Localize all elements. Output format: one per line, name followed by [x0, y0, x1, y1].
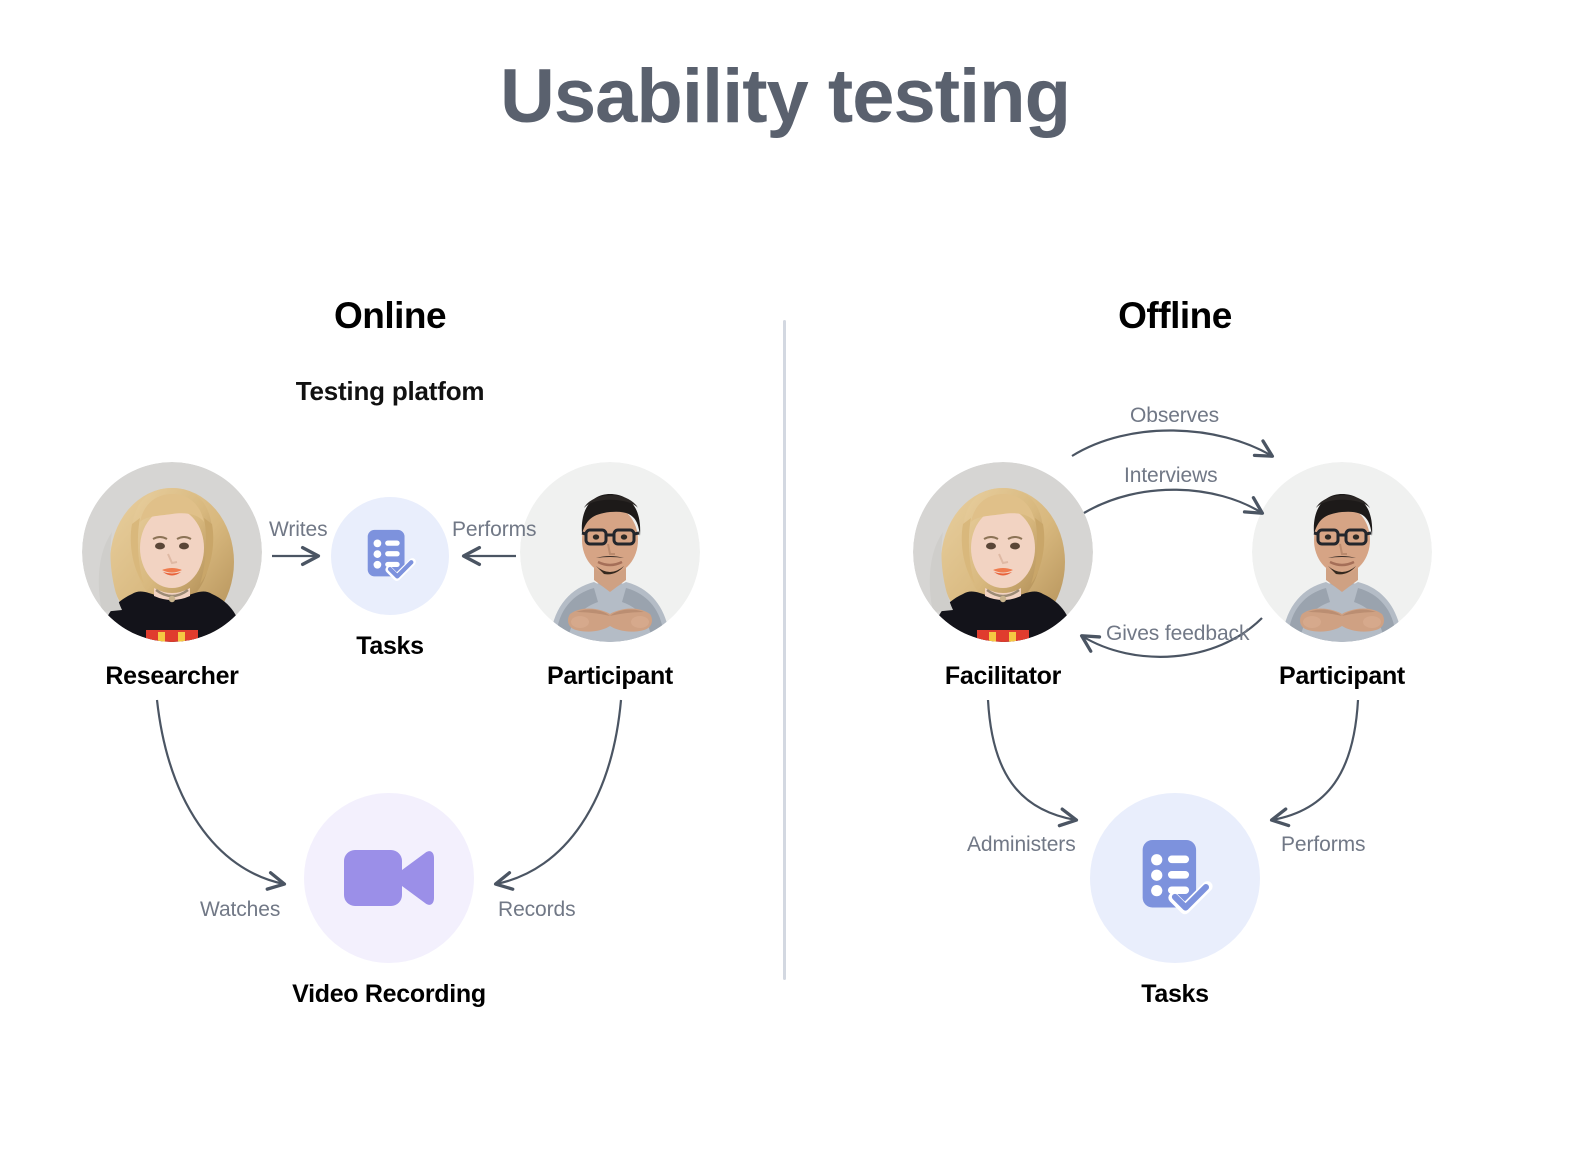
tasks-circle-offline: [1090, 793, 1260, 963]
node-label-participant-offline: Participant: [1279, 662, 1405, 690]
tasks-checklist-icon: [367, 529, 416, 581]
avatar-woman-photo: [913, 462, 1093, 642]
node-label-facilitator: Facilitator: [944, 662, 1062, 690]
arrow-records: [493, 699, 623, 891]
arrow-performs-offline: [1269, 699, 1360, 828]
edge-label-administers: Administers: [967, 833, 1076, 856]
node-label-tasks-offline: Tasks: [1141, 980, 1209, 1008]
tasks-circle-online: [331, 497, 449, 615]
edge-label-performs-offline: Performs: [1281, 833, 1366, 856]
node-label-tasks-online: Tasks: [356, 632, 424, 660]
video-circle-online: [304, 793, 474, 963]
edge-label-performs-online: Performs: [452, 518, 537, 541]
avatar-woman-photo: [82, 462, 262, 642]
avatar-facilitator: [913, 462, 1093, 642]
edge-label-records: Records: [498, 898, 576, 921]
node-label-participant-online: Participant: [547, 662, 673, 690]
node-label-video: Video Recording: [292, 980, 486, 1008]
column-heading-offline: Offline: [1118, 295, 1232, 336]
online-subheading: Testing platfom: [295, 376, 485, 406]
edge-label-gives-feedback: Gives feedback: [1106, 622, 1250, 645]
arrow-watches: [155, 699, 287, 891]
tasks-checklist-icon: [1142, 840, 1213, 915]
avatar-participant-offline: [1252, 462, 1432, 642]
column-divider: [783, 320, 786, 980]
avatar-man-photo: [1252, 462, 1432, 642]
avatar-participant-online: [520, 462, 700, 642]
node-label-researcher: Researcher: [105, 662, 239, 690]
page-title: Usability testing: [500, 54, 1071, 139]
arrow-observes: [1071, 429, 1275, 458]
edge-label-interviews: Interviews: [1124, 464, 1218, 487]
avatar-researcher: [82, 462, 262, 642]
column-heading-online: Online: [333, 295, 447, 336]
arrow-interviews: [1083, 488, 1265, 515]
video-camera-icon: [344, 850, 434, 906]
edge-label-watches: Watches: [200, 898, 281, 921]
edge-label-writes: Writes: [269, 518, 328, 541]
avatar-man-photo: [520, 462, 700, 642]
arrow-administers: [986, 699, 1079, 828]
edge-label-observes: Observes: [1130, 404, 1220, 427]
